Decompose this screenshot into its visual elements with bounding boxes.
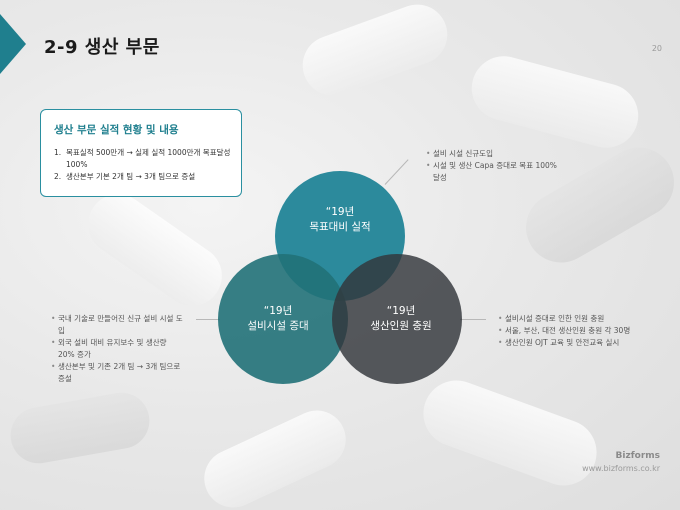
callout-left: 국내 기술로 만들어진 신규 설비 시설 도입 외국 설비 대비 유지보수 및 … (51, 313, 185, 385)
summary-box: 생산 부문 실적 현황 및 내용 1. 목표실적 500만개 → 실제 실적 1… (40, 109, 242, 197)
page-number: 20 (651, 44, 662, 53)
callout-item: 서울, 부산, 대전 생산인원 충원 각 30명 (498, 325, 634, 337)
summary-item-number: 1. (54, 148, 62, 157)
connector-line (460, 319, 486, 320)
corner-accent (0, 14, 26, 74)
venn-circle-staff-expansion (332, 254, 462, 384)
callout-item: 외국 설비 대비 유지보수 및 생산량 20% 증가 (51, 337, 185, 361)
venn-label-target-performance: “19년 목표대비 실적 (275, 205, 405, 235)
summary-item-text: 생산본부 기본 2개 팀 → 3개 팀으로 증설 (66, 172, 196, 181)
brand-logo: Bizforms (615, 451, 660, 461)
summary-list: 1. 목표실적 500만개 → 실제 실적 1000만개 목표달성 100% 2… (54, 147, 231, 183)
venn-label-facility-expansion: “19년 설비시설 증대 (213, 304, 343, 334)
connector-line (196, 319, 220, 320)
background-pill (194, 401, 356, 510)
summary-heading: 생산 부문 실적 현황 및 내용 (54, 124, 179, 136)
venn-label-text: 목표대비 실적 (309, 221, 371, 233)
callout-item: 시설 및 생산 Capa 증대로 목표 100% 달성 (426, 160, 566, 184)
venn-label-text: 설비시설 증대 (247, 320, 309, 332)
summary-item-text: 목표실적 500만개 → 실제 실적 1000만개 목표달성 100% (66, 148, 231, 169)
callout-item: 설비시설 증대로 인한 인원 충원 (498, 313, 634, 325)
background-pill (76, 182, 234, 318)
callout-item: 국내 기술로 만들어진 신규 설비 시설 도입 (51, 313, 185, 337)
background-pill (464, 49, 646, 155)
callout-item: 설비 시설 신규도입 (426, 148, 566, 160)
summary-item: 1. 목표실적 500만개 → 실제 실적 1000만개 목표달성 100% (54, 147, 231, 171)
callout-item: 생산본부 및 기존 2개 팀 → 3개 팀으로 증설 (51, 361, 185, 385)
background-pill (294, 0, 456, 104)
background-pill (6, 388, 154, 468)
callout-item: 생산인원 OJT 교육 및 안전교육 실시 (498, 337, 634, 349)
brand-url: www.bizforms.co.kr (582, 464, 660, 473)
venn-label-year: “19년 (263, 305, 293, 317)
summary-item: 2. 생산본부 기본 2개 팀 → 3개 팀으로 증설 (54, 171, 231, 183)
venn-circle-facility-expansion (218, 254, 348, 384)
venn-label-year: “19년 (386, 305, 416, 317)
venn-label-year: “19년 (325, 206, 355, 218)
summary-item-number: 2. (54, 172, 62, 181)
venn-label-text: 생산인원 충원 (370, 320, 432, 332)
background-pill (414, 371, 606, 495)
connector-line (384, 159, 409, 185)
page-title: 2-9 생산 부문 (44, 37, 160, 58)
callout-right: 설비시설 증대로 인한 인원 충원 서울, 부산, 대전 생산인원 충원 각 3… (498, 313, 634, 349)
venn-label-staff-expansion: “19년 생산인원 충원 (336, 304, 466, 334)
callout-top: 설비 시설 신규도입 시설 및 생산 Capa 증대로 목표 100% 달성 (426, 148, 566, 184)
